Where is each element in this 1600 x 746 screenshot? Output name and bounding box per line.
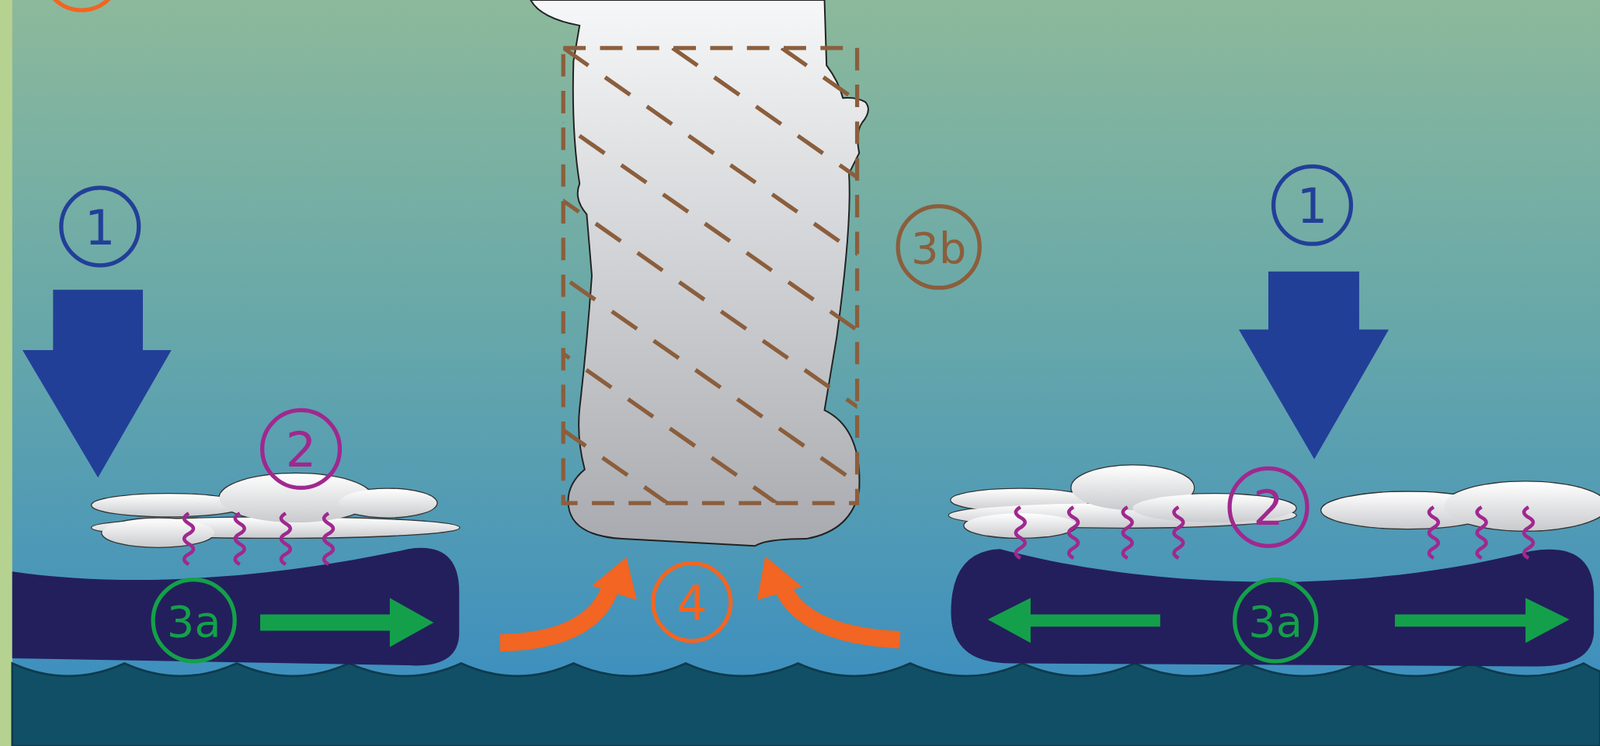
callout-circles: [61, 166, 1352, 662]
callout-number: 1: [1297, 182, 1328, 231]
callout-number: 2: [1252, 484, 1284, 533]
callout-number: 4: [676, 580, 707, 629]
callout-number: 3a: [166, 600, 222, 644]
convergence-arrow: [500, 556, 901, 644]
subsidence-arrow: [22, 289, 172, 478]
callout-number: 3b: [911, 226, 967, 271]
callout-number: 3a: [1248, 600, 1303, 644]
callout-number: 2: [285, 426, 317, 475]
ocean: [12, 663, 1600, 746]
partial-circle: [42, 0, 121, 11]
cold-pool-band: [12, 548, 460, 667]
cold-pool-band: [950, 549, 1594, 667]
cooling-squiggles: [184, 507, 1534, 565]
shallow-cloud: [91, 473, 460, 548]
shallow-cloud: [949, 465, 1600, 538]
convective-tower: [530, 0, 869, 547]
outflow-arrow: [260, 598, 1570, 647]
hatching: [563, 48, 857, 504]
edge-strip: [0, 0, 13, 746]
dashed-box: [563, 48, 857, 504]
subsidence-arrow: [1238, 271, 1389, 460]
shallow-cloud: [949, 465, 1600, 538]
shallow-cloud: [91, 473, 460, 548]
callout-number: 1: [84, 204, 115, 253]
